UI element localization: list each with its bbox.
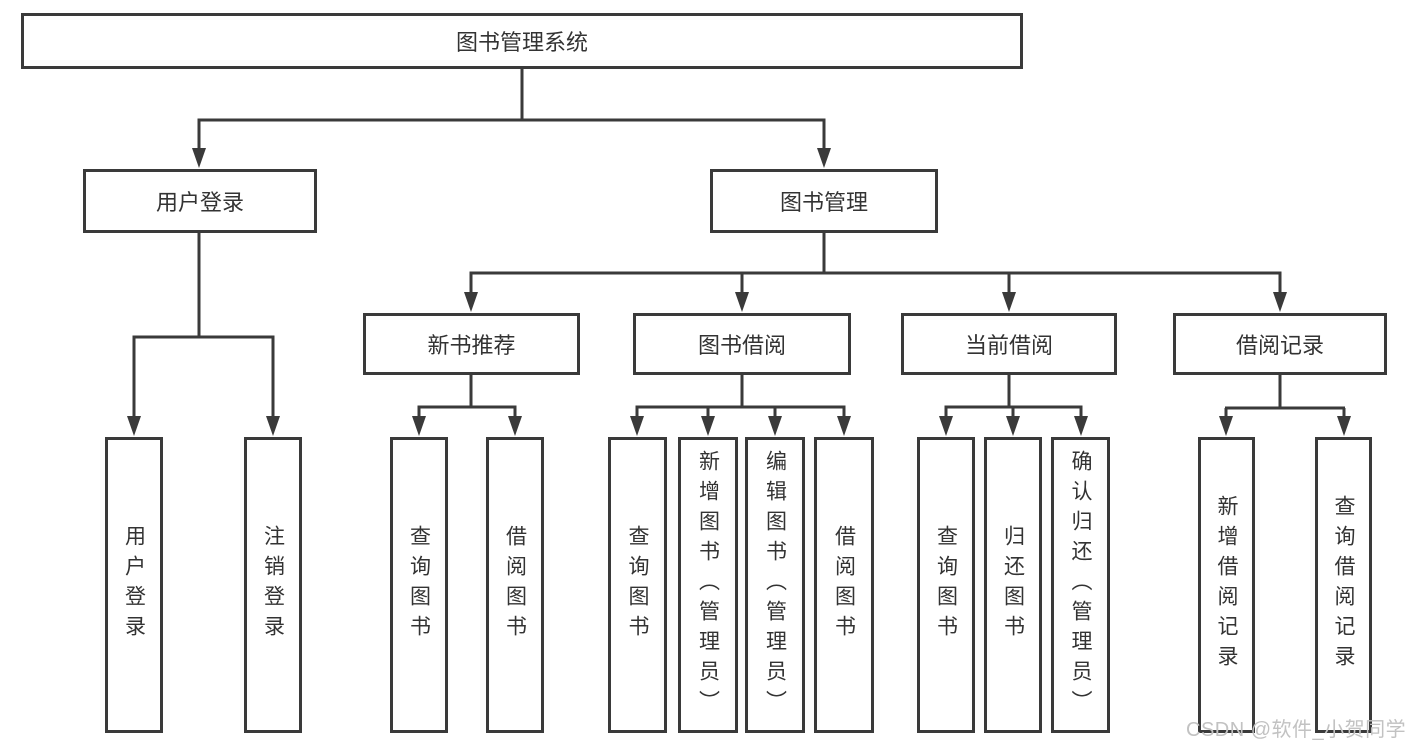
node-leaf-borrow-query-books: 查询图书 bbox=[608, 437, 667, 733]
node-label: 用户登录 bbox=[155, 190, 244, 215]
node-label: 编辑图书（管理员） bbox=[763, 450, 787, 720]
node-leaf-recommend-query-books: 查询图书 bbox=[390, 437, 448, 733]
node-leaf-recommend-borrow-books: 借阅图书 bbox=[486, 437, 544, 733]
arrowhead bbox=[508, 416, 522, 436]
arrowhead bbox=[768, 416, 782, 436]
node-leaf-logout: 注销登录 bbox=[244, 437, 302, 733]
node-label: 用户登录 bbox=[122, 525, 146, 645]
node-label: 归还图书 bbox=[1001, 525, 1025, 645]
node-borrow-records: 借阅记录 bbox=[1173, 313, 1387, 375]
node-leaf-current-query-books: 查询图书 bbox=[917, 437, 975, 733]
node-current-borrow: 当前借阅 bbox=[901, 313, 1117, 375]
arrowhead bbox=[192, 148, 206, 168]
node-leaf-confirm-return-admin: 确认归还（管理员） bbox=[1051, 437, 1110, 733]
node-label: 借阅图书 bbox=[503, 525, 527, 645]
node-leaf-edit-books-admin: 编辑图书（管理员） bbox=[745, 437, 805, 733]
node-user-login-module: 用户登录 bbox=[83, 169, 317, 233]
node-label: 借阅记录 bbox=[1235, 333, 1324, 358]
node-label: 注销登录 bbox=[261, 525, 285, 645]
arrowhead bbox=[701, 416, 715, 436]
node-label: 图书管理系统 bbox=[455, 30, 588, 55]
arrowhead bbox=[735, 292, 749, 312]
arrowhead bbox=[837, 416, 851, 436]
node-book-management-module: 图书管理 bbox=[710, 169, 938, 233]
node-new-book-recommend: 新书推荐 bbox=[363, 313, 580, 375]
node-label: 图书借阅 bbox=[697, 333, 786, 358]
arrowhead bbox=[817, 148, 831, 168]
node-label: 查询借阅记录 bbox=[1332, 495, 1355, 675]
node-leaf-add-borrow-record: 新增借阅记录 bbox=[1198, 437, 1255, 733]
node-label: 新增借阅记录 bbox=[1215, 495, 1238, 675]
arrowhead bbox=[1337, 416, 1351, 436]
arrowhead bbox=[1002, 292, 1016, 312]
node-label: 当前借阅 bbox=[964, 333, 1053, 358]
node-label: 新书推荐 bbox=[427, 333, 516, 358]
arrowhead bbox=[939, 416, 953, 436]
arrowhead bbox=[266, 416, 280, 436]
arrowhead bbox=[1219, 416, 1233, 436]
arrowhead bbox=[630, 416, 644, 436]
node-leaf-user-login: 用户登录 bbox=[105, 437, 163, 733]
node-label: 确认归还（管理员） bbox=[1069, 450, 1092, 720]
node-leaf-add-books-admin: 新增图书（管理员） bbox=[678, 437, 738, 733]
node-leaf-return-books: 归还图书 bbox=[984, 437, 1042, 733]
node-leaf-borrow-books: 借阅图书 bbox=[814, 437, 874, 733]
arrowhead bbox=[1273, 292, 1287, 312]
node-label: 查询图书 bbox=[626, 525, 649, 645]
node-label: 图书管理 bbox=[779, 190, 868, 215]
node-label: 查询图书 bbox=[934, 525, 958, 645]
node-book-borrow: 图书借阅 bbox=[633, 313, 851, 375]
node-label: 借阅图书 bbox=[832, 525, 856, 645]
arrowhead bbox=[1074, 416, 1088, 436]
node-label: 查询图书 bbox=[407, 525, 431, 645]
csdn-watermark: CSDN @软件_小贺同学 bbox=[1186, 719, 1405, 741]
node-label: 新增图书（管理员） bbox=[696, 450, 720, 720]
node-leaf-query-borrow-record: 查询借阅记录 bbox=[1315, 437, 1372, 733]
arrowhead bbox=[412, 416, 426, 436]
node-root-system: 图书管理系统 bbox=[21, 13, 1023, 69]
arrowhead bbox=[1006, 416, 1020, 436]
arrowhead bbox=[464, 292, 478, 312]
arrowhead bbox=[127, 416, 141, 436]
